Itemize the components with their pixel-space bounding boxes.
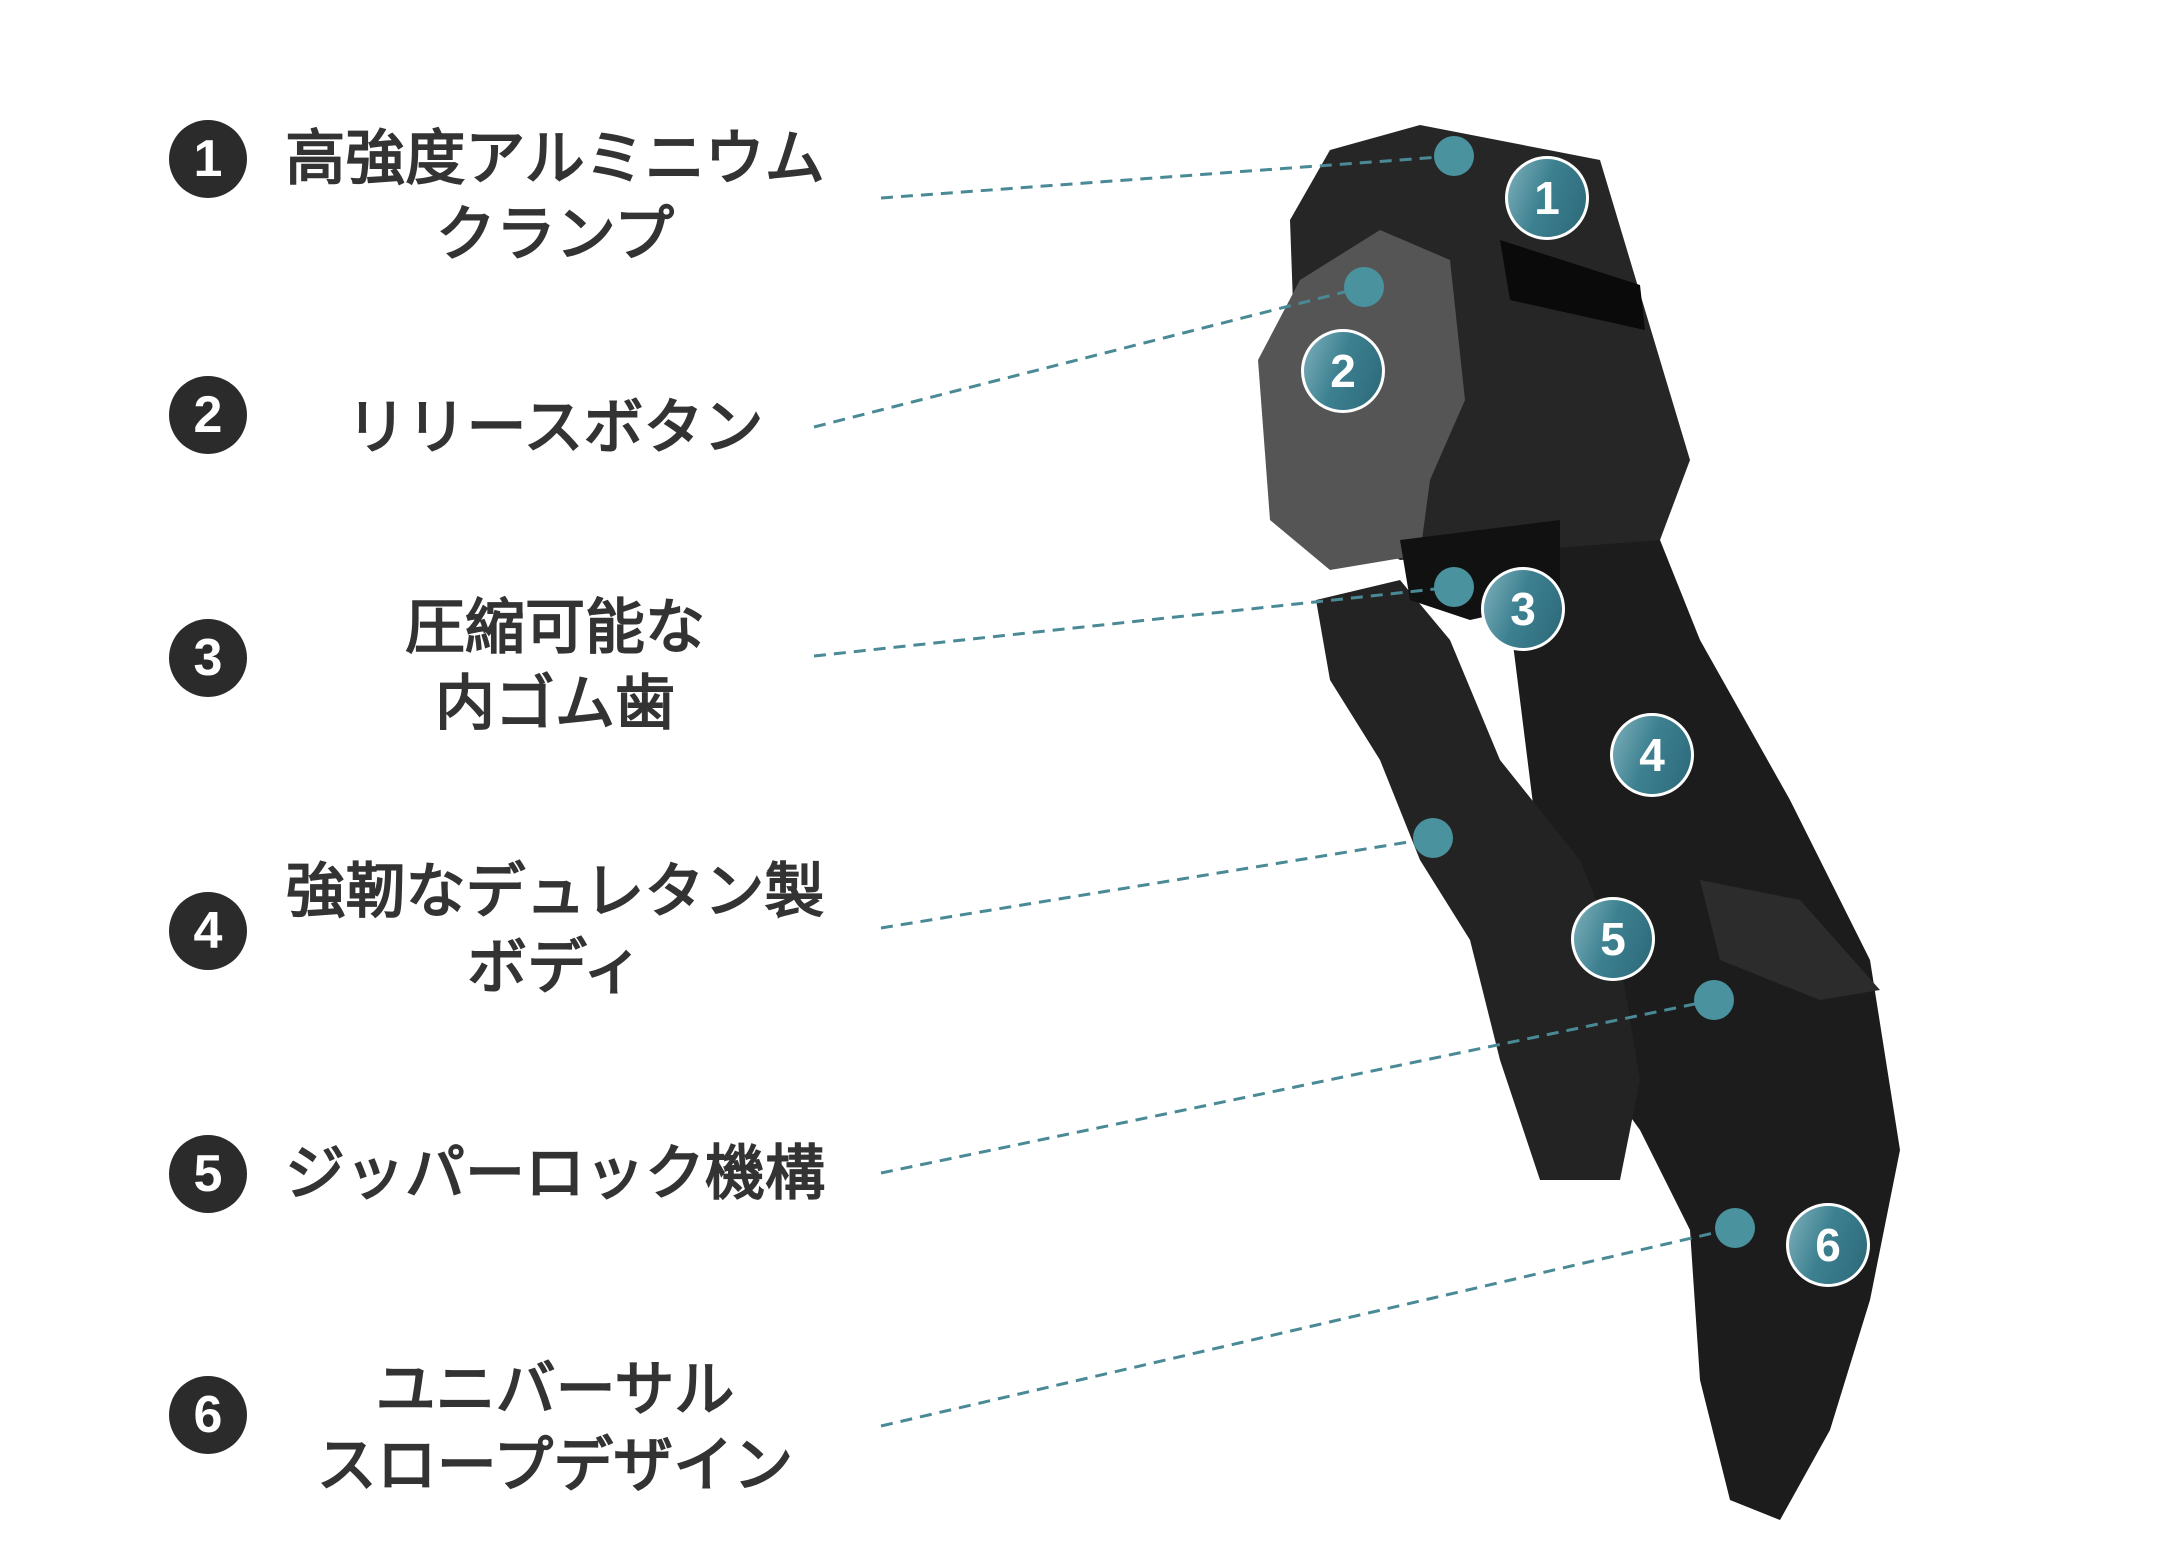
- feature-label-2-line-1: リリースボタン: [346, 393, 764, 463]
- feature-number-3: 3: [169, 619, 247, 697]
- feature-label-1: 高強度アルミニウム クランプ: [250, 121, 860, 273]
- left-arm: [1316, 580, 1640, 1180]
- feature-number-4: 4: [169, 892, 247, 970]
- callout-badge-1: 1: [1505, 156, 1589, 240]
- callout-badge-2: 2: [1301, 329, 1385, 413]
- feature-label-3-line-1: 圧縮可能な: [405, 593, 705, 663]
- clamp-slot: [1500, 240, 1645, 330]
- feature-label-2: リリースボタン: [250, 390, 860, 466]
- callout-badge-3: 3: [1481, 567, 1565, 651]
- feature-label-5: ジッパーロック機構: [250, 1136, 860, 1212]
- feature-label-4-line-2: ボディ: [467, 933, 643, 1003]
- anchor-dot-5: [1694, 980, 1734, 1020]
- anchor-dot-4: [1413, 818, 1453, 858]
- feature-label-3-line-2: 内ゴム歯: [435, 669, 675, 739]
- leader-line-1: [880, 154, 1455, 200]
- feature-label-1-line-1: 高強度アルミニウム: [285, 124, 825, 194]
- leader-line-4: [880, 836, 1434, 930]
- feature-label-6-line-2: スロープデザイン: [316, 1431, 794, 1501]
- leader-line-3: [813, 585, 1455, 658]
- leader-line-6: [880, 1226, 1736, 1428]
- leader-line-5: [880, 998, 1715, 1175]
- feature-label-6-line-1: ユニバーサル: [375, 1355, 735, 1425]
- feature-label-3: 圧縮可能な 内ゴム歯: [250, 590, 860, 742]
- anchor-dot-3: [1434, 567, 1474, 607]
- feature-label-6: ユニバーサル スロープデザイン: [250, 1352, 860, 1504]
- feature-number-1: 1: [169, 120, 247, 198]
- callout-badge-4: 4: [1610, 713, 1694, 797]
- anchor-dots: [1344, 136, 1755, 1248]
- leader-line-2: [813, 285, 1365, 429]
- callout-badge-6: 6: [1786, 1203, 1870, 1287]
- anchor-dot-2: [1344, 267, 1384, 307]
- feature-label-4: 強靭なデュレタン製 ボディ: [250, 854, 860, 1006]
- callout-badge-5: 5: [1571, 897, 1655, 981]
- feature-label-4-line-1: 強靭なデュレタン製: [285, 857, 825, 927]
- feature-number-2: 2: [169, 376, 247, 454]
- feature-number-6: 6: [169, 1376, 247, 1454]
- anchor-dot-1: [1434, 136, 1474, 176]
- right-arm-facet: [1700, 880, 1880, 1000]
- feature-label-1-line-2: クランプ: [435, 200, 675, 270]
- feature-label-5-line-1: ジッパーロック機構: [285, 1139, 825, 1209]
- leader-lines: [813, 154, 1736, 1428]
- anchor-dot-6: [1715, 1208, 1755, 1248]
- feature-number-5: 5: [169, 1135, 247, 1213]
